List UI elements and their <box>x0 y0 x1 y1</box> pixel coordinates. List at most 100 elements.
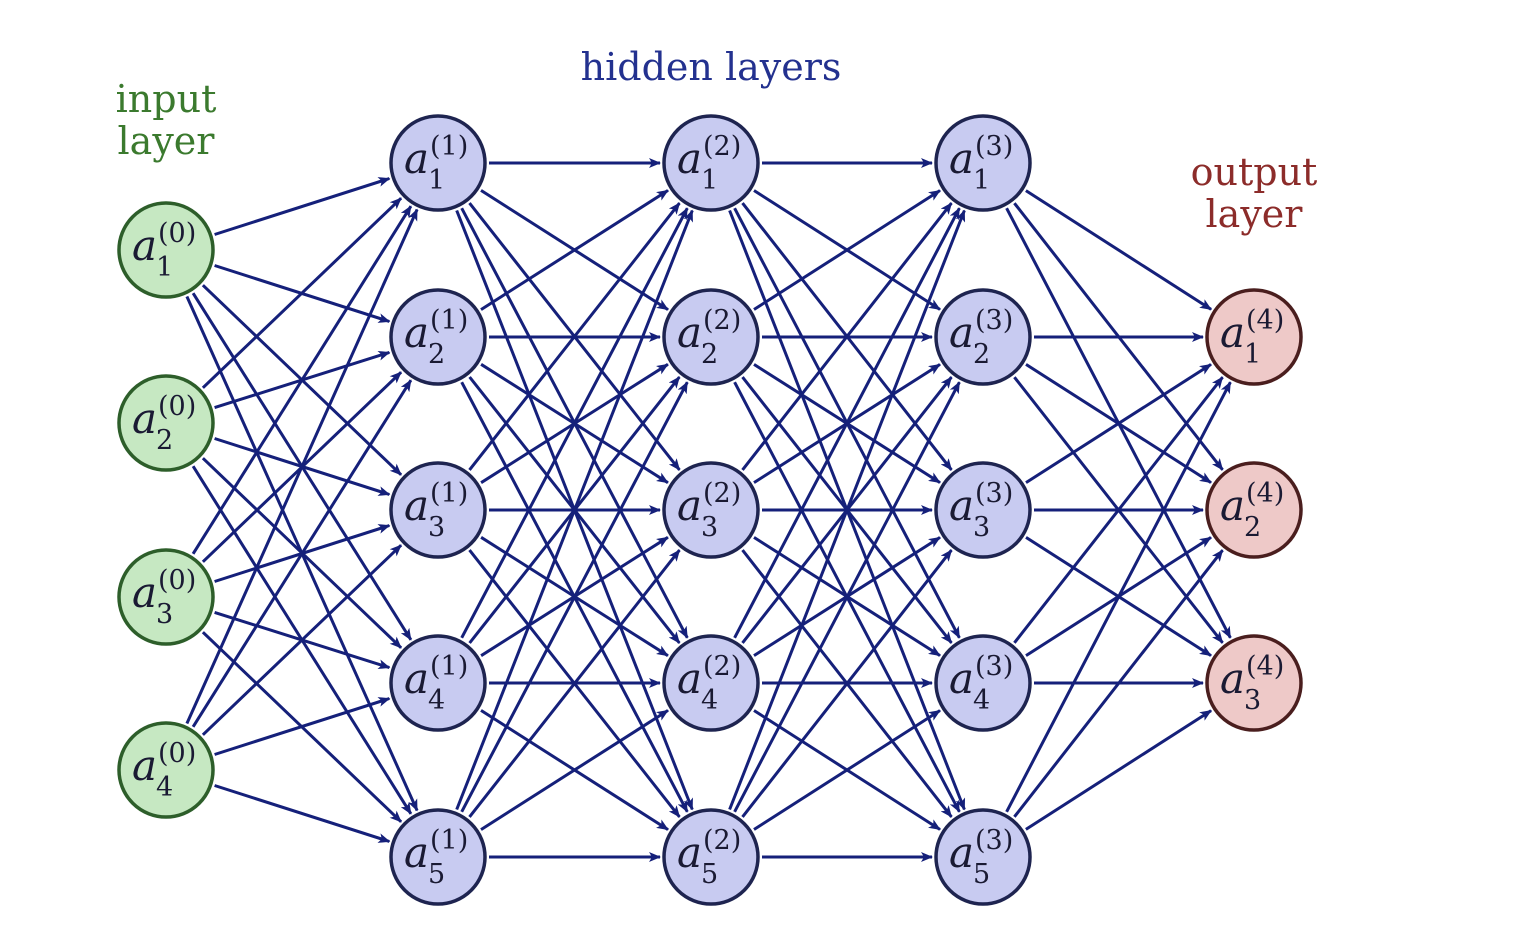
node-variable: a <box>949 134 974 183</box>
node-circle <box>934 808 1032 906</box>
node-circle <box>662 461 760 559</box>
node-layer4-2: a2(4) <box>1205 461 1303 559</box>
node-circle <box>662 808 760 906</box>
node-variable: a <box>1220 308 1245 357</box>
node-variable: a <box>677 654 702 703</box>
node-subscript: 5 <box>973 859 990 890</box>
node-subscript: 4 <box>156 772 173 803</box>
edge-l3-n5-to-l4-n2 <box>1013 549 1224 818</box>
node-circle <box>1205 461 1303 559</box>
edge-l0-n4-to-l1-n2 <box>191 379 413 728</box>
node-superscript: (4) <box>1246 651 1284 682</box>
node-subscript: 3 <box>701 512 718 543</box>
node-variable: a <box>404 308 429 357</box>
node-superscript: (1) <box>430 131 468 162</box>
node-variable: a <box>404 828 429 877</box>
node-circle <box>662 114 760 212</box>
node-circle <box>389 114 487 212</box>
node-layer3-3: a3(3) <box>934 461 1032 559</box>
node-superscript: (3) <box>975 825 1013 856</box>
edge-l0-n4-to-l1-n4 <box>214 697 391 756</box>
node-circle <box>117 201 215 299</box>
node-superscript: (2) <box>703 131 741 162</box>
edge-l3-n1-to-l4-n1 <box>1025 189 1212 311</box>
node-variable: a <box>132 741 157 790</box>
node-layer0-3: a3(0) <box>117 548 215 646</box>
node-variable: a <box>132 394 157 443</box>
edge-l3-n4-to-l4-n1 <box>1013 376 1224 644</box>
node-layer4-3: a3(4) <box>1205 634 1303 732</box>
node-superscript: (4) <box>1246 305 1284 336</box>
node-subscript: 2 <box>701 339 718 370</box>
node-superscript: (0) <box>158 391 196 422</box>
edge-l0-n1-to-l1-n1 <box>214 177 391 236</box>
node-variable: a <box>677 134 702 183</box>
node-superscript: (1) <box>430 825 468 856</box>
node-layer3-1: a1(3) <box>934 114 1032 212</box>
node-layer1-1: a1(1) <box>389 114 487 212</box>
node-layer2-4: a4(2) <box>662 634 760 732</box>
edge-l2-n5-to-l3-n3 <box>741 549 953 818</box>
edge-l2-n2-to-l3-n1 <box>753 189 941 311</box>
edge-l1-n3-to-l2-n1 <box>468 202 681 471</box>
node-superscript: (0) <box>158 218 196 249</box>
node-variable: a <box>949 308 974 357</box>
node-subscript: 3 <box>1244 685 1261 716</box>
node-layer3-5: a5(3) <box>934 808 1032 906</box>
node-superscript: (0) <box>158 565 196 596</box>
edge-l3-n5-to-l4-n3 <box>1025 709 1212 831</box>
node-layer1-3: a3(1) <box>389 461 487 559</box>
node-variable: a <box>949 828 974 877</box>
node-subscript: 4 <box>428 685 445 716</box>
node-circle <box>934 461 1032 559</box>
node-superscript: (2) <box>703 825 741 856</box>
edge-l2-n5-to-l3-n1 <box>728 209 966 811</box>
node-subscript: 1 <box>973 165 990 196</box>
node-circle <box>389 461 487 559</box>
node-circle <box>662 288 760 386</box>
edge-l0-n4-to-l1-n1 <box>185 208 419 725</box>
node-subscript: 1 <box>156 252 173 283</box>
node-layer0-4: a4(0) <box>117 721 215 819</box>
edge-l2-n4-to-l3-n1 <box>733 207 961 639</box>
node-subscript: 1 <box>428 165 445 196</box>
node-circle <box>1205 288 1303 386</box>
node-variable: a <box>677 308 702 357</box>
edge-l1-n5-to-l2-n4 <box>480 709 669 831</box>
node-circle <box>934 288 1032 386</box>
edge-l1-n2-to-l2-n1 <box>480 189 669 311</box>
node-superscript: (0) <box>158 738 196 769</box>
node-layer2-1: a1(2) <box>662 114 760 212</box>
edge-l0-n4-to-l1-n5 <box>214 784 391 843</box>
node-layer1-4: a4(1) <box>389 634 487 732</box>
node-layer3-2: a2(3) <box>934 288 1032 386</box>
node-superscript: (3) <box>975 131 1013 162</box>
node-subscript: 4 <box>973 685 990 716</box>
output-layer-title-line2: layer <box>1206 192 1304 236</box>
node-superscript: (1) <box>430 305 468 336</box>
node-circle <box>117 548 215 646</box>
node-circle <box>662 634 760 732</box>
node-subscript: 1 <box>1244 339 1261 370</box>
edge-l2-n5-to-l3-n2 <box>733 381 961 813</box>
node-circle <box>389 808 487 906</box>
input-layer-title-line1: input <box>116 77 217 121</box>
node-superscript: (2) <box>703 651 741 682</box>
node-superscript: (3) <box>975 651 1013 682</box>
neurons: a1(0)a2(0)a3(0)a4(0)a1(1)a2(1)a3(1)a4(1)… <box>117 114 1303 906</box>
edge-l0-n2-to-l1-n1 <box>201 197 403 389</box>
input-layer-title-line2: layer <box>118 119 216 163</box>
edge-l3-n3-to-l4-n1 <box>1025 363 1212 484</box>
node-circle <box>117 374 215 472</box>
node-subscript: 2 <box>156 425 173 456</box>
node-variable: a <box>1220 481 1245 530</box>
node-superscript: (1) <box>430 651 468 682</box>
node-circle <box>1205 634 1303 732</box>
node-layer2-3: a3(2) <box>662 461 760 559</box>
node-superscript: (2) <box>703 478 741 509</box>
node-circle <box>389 634 487 732</box>
node-variable: a <box>132 568 157 617</box>
node-layer3-4: a4(3) <box>934 634 1032 732</box>
node-layer2-2: a2(2) <box>662 288 760 386</box>
